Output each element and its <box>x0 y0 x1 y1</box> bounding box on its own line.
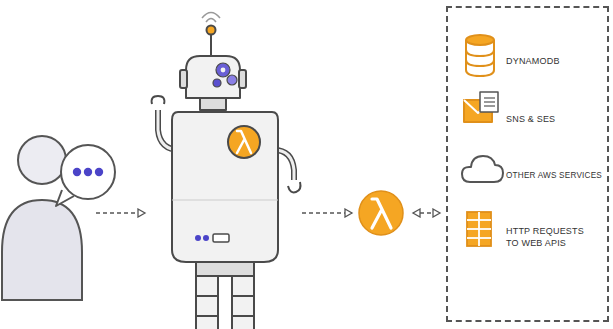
lambda-icon <box>359 191 403 235</box>
service-label: HTTP REQUESTS TO WEB APIS <box>506 225 586 249</box>
service-label: OTHER AWS SERVICES <box>506 170 602 182</box>
dashed-arrow <box>302 212 352 214</box>
speech-bubble <box>56 145 115 206</box>
service-label: DYNAMODB <box>506 55 560 67</box>
cloud-icon <box>462 156 503 182</box>
robot-figure <box>152 13 301 329</box>
envelope-icon <box>464 92 498 122</box>
dashed-arrow <box>96 212 145 214</box>
service-label: SNS & SES <box>506 113 555 125</box>
http-icon <box>467 212 491 246</box>
dashed-double-arrow <box>413 212 440 214</box>
database-icon <box>466 35 494 76</box>
services-group-box: DYNAMODB SNS & SES OTHER AWS SERVICES HTTP … <box>446 6 609 322</box>
